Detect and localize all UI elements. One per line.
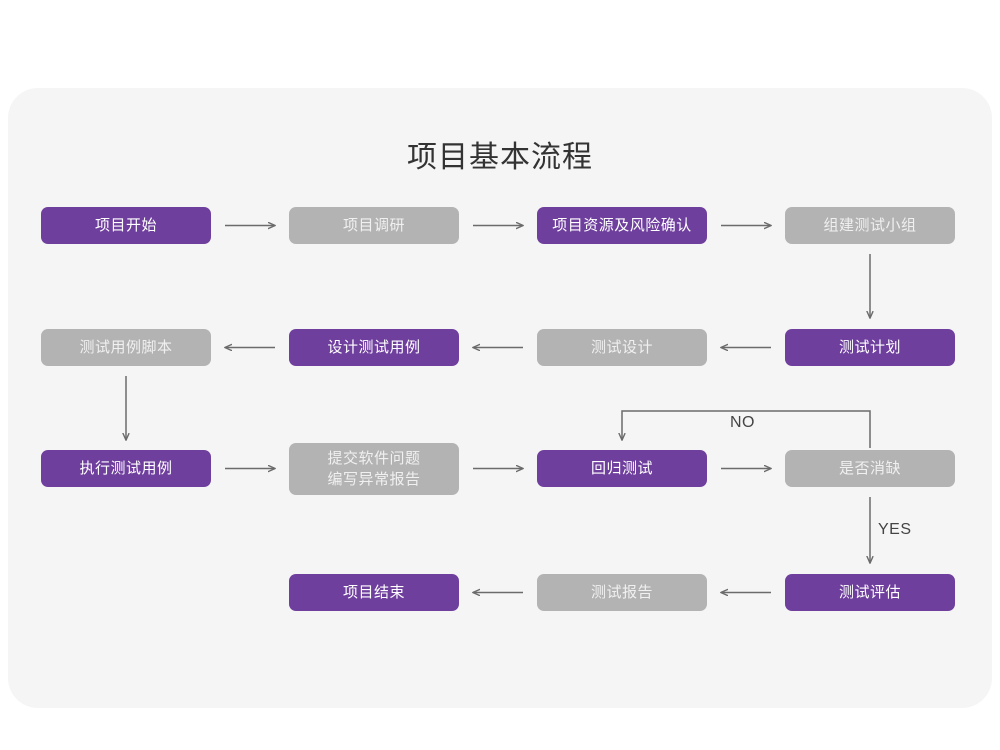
- node-project-research[interactable]: 项目调研: [289, 207, 459, 244]
- edge-label-no: NO: [730, 414, 755, 431]
- content-panel: [8, 88, 992, 708]
- node-form-test-team[interactable]: 组建测试小组: [785, 207, 955, 244]
- node-execute-test-case[interactable]: 执行测试用例: [41, 450, 211, 487]
- node-test-plan[interactable]: 测试计划: [785, 329, 955, 366]
- node-design-test-case[interactable]: 设计测试用例: [289, 329, 459, 366]
- node-submit-defect[interactable]: 提交软件问题 编写异常报告: [289, 443, 459, 495]
- node-project-end[interactable]: 项目结束: [289, 574, 459, 611]
- node-test-report[interactable]: 测试报告: [537, 574, 707, 611]
- node-resource-risk[interactable]: 项目资源及风险确认: [537, 207, 707, 244]
- node-test-evaluation[interactable]: 测试评估: [785, 574, 955, 611]
- page-title: 项目基本流程: [407, 141, 593, 174]
- node-test-case-script[interactable]: 测试用例脚本: [41, 329, 211, 366]
- node-project-start[interactable]: 项目开始: [41, 207, 211, 244]
- node-defect-resolved[interactable]: 是否消缺: [785, 450, 955, 487]
- node-regression-test[interactable]: 回归测试: [537, 450, 707, 487]
- edge-label-yes: YES: [878, 521, 912, 538]
- node-test-design[interactable]: 测试设计: [537, 329, 707, 366]
